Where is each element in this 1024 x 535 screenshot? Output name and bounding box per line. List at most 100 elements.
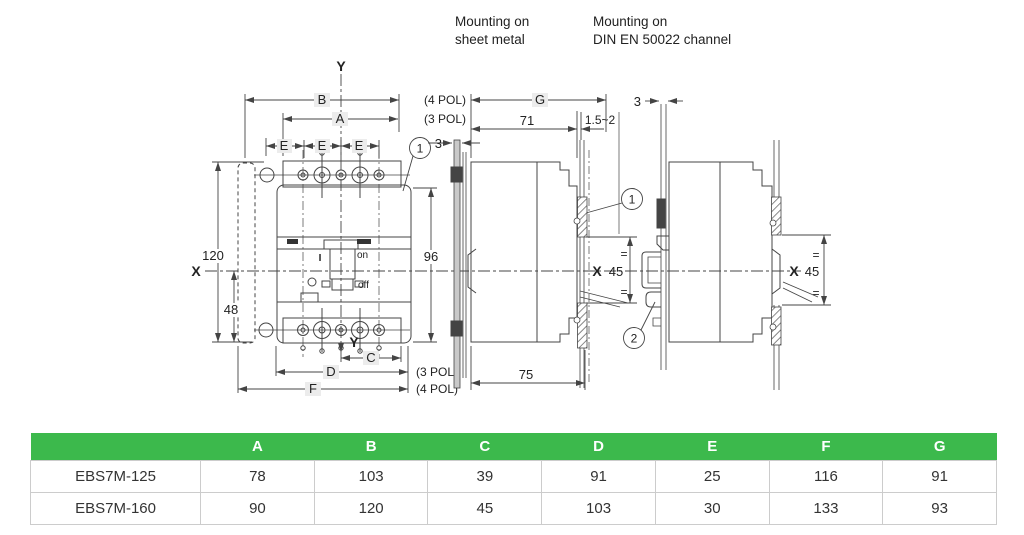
switch-off-label: off	[358, 280, 369, 291]
sheet-metal-wall-lower	[577, 302, 588, 349]
dim-96-label: 96	[424, 249, 438, 264]
dim-e-label-3: E	[355, 138, 364, 153]
value-cell: 91	[882, 460, 997, 493]
axis-y-bottom-label: Y	[349, 334, 359, 350]
pol3-top-label: (3 POL)	[424, 112, 466, 126]
dim-f-label: F	[309, 381, 317, 396]
din-channel-profile	[641, 251, 661, 289]
pol3-bottom-label: (3 POL)	[416, 365, 458, 379]
dim-a-label: A	[336, 111, 345, 126]
caption-din-line2: DIN EN 50022 channel	[593, 32, 731, 47]
table-row-ebs7m-125: EBS7M-125 78 103 39 91 25 116 91	[29, 460, 997, 493]
dim-g-label: G	[535, 92, 545, 107]
bottom-terminal-strip	[282, 317, 402, 344]
table-row-ebs7m-160: EBS7M-160 90 120 45 103 30 133 93	[29, 492, 997, 525]
caption-din-line1: Mounting on	[593, 14, 667, 29]
dim-3-sheet-label: 3	[435, 136, 442, 151]
dimension-table-container: A B C D E F G EBS7M-125 78 103 39 91 25 …	[29, 433, 997, 525]
dim-75-label: 75	[519, 367, 533, 382]
value-cell: 39	[427, 460, 543, 493]
dimension-drawings: Y Y X B A E E E (4 POL) (3 POL) 120 48 9…	[191, 14, 831, 396]
col-header-e: E	[655, 433, 770, 461]
breaker-case	[276, 184, 412, 344]
terminal-screw-top	[450, 166, 463, 183]
front-view-drawing: Y Y X B A E E E (4 POL) (3 POL) 120 48 9…	[191, 58, 466, 396]
model-cell: EBS7M-125	[29, 460, 202, 493]
value-cell: 103	[313, 460, 429, 493]
dim-b-label: B	[318, 92, 327, 107]
terminal-screw-bottom	[450, 320, 463, 337]
value-cell: 78	[200, 460, 315, 493]
front-plate	[453, 139, 461, 389]
front-view-dimension-lines	[212, 74, 437, 393]
table-header: A B C D E F G	[30, 433, 997, 461]
breaker-side-body-din	[641, 104, 782, 390]
value-cell: 91	[541, 460, 656, 493]
fourth-pole-outline	[237, 162, 256, 344]
dim-48-label: 48	[224, 302, 238, 317]
dim-45-sheet-label: 45	[609, 264, 623, 279]
rail-release-clip	[645, 291, 661, 308]
col-header-model	[30, 433, 201, 461]
equal-mark-din-top: =	[812, 248, 819, 262]
dimension-table: A B C D E F G EBS7M-125 78 103 39 91 25 …	[29, 433, 997, 525]
axis-x-din-label: X	[789, 263, 799, 279]
dim-3-din-label: 3	[634, 94, 641, 109]
equal-mark-din-bottom: =	[812, 286, 819, 300]
caption-sheet-line2: sheet metal	[455, 32, 525, 47]
axis-x-sheet-label: X	[592, 263, 602, 279]
col-header-b: B	[314, 433, 428, 461]
handle-side-profile	[467, 248, 477, 294]
front-view-labels: Y Y X B A E E E (4 POL) (3 POL) 120 48 9…	[191, 58, 466, 396]
value-cell: 103	[541, 492, 656, 525]
sheet-metal-wall-upper	[577, 196, 588, 238]
axis-y-top-label: Y	[336, 58, 346, 74]
dim-c-label: C	[366, 350, 375, 365]
dim-71-label: 71	[520, 113, 534, 128]
col-header-g: G	[882, 433, 997, 461]
value-cell: 116	[768, 460, 884, 493]
equal-mark-sheet-bottom: =	[620, 285, 627, 299]
dim-45-din-label: 45	[805, 264, 819, 279]
value-cell: 93	[882, 492, 997, 525]
handle-through-cutout	[771, 248, 781, 295]
callout-1-front: 1	[417, 142, 424, 156]
din-view-dimension-lines	[645, 98, 831, 306]
axis-x-label: X	[191, 263, 201, 279]
dim-e-label-2: E	[318, 138, 327, 153]
mounting-hole-top	[259, 167, 275, 183]
equal-mark-sheet-top: =	[620, 247, 627, 261]
switch-on-label: on	[357, 250, 368, 261]
callout-2-sheet: 2	[631, 332, 638, 346]
caption-sheet-line1: Mounting on	[455, 14, 529, 29]
col-header-c: C	[427, 433, 542, 461]
value-cell: 45	[427, 492, 543, 525]
dim-e-label-1: E	[280, 138, 289, 153]
dim-gap-label: 1.5~2	[585, 113, 616, 127]
callout-1-sheet: 1	[629, 193, 636, 207]
din-view-labels: Mounting on DIN EN 50022 channel 3 X 45 …	[593, 14, 822, 300]
breaker-side-body-sheet	[450, 139, 590, 389]
switch-i-label: I	[319, 253, 322, 264]
value-cell: 30	[654, 492, 770, 525]
breaker-front-body	[237, 150, 412, 354]
value-cell: 133	[768, 492, 884, 525]
nameplate	[300, 292, 319, 303]
sheet-metal-view-drawing: Mounting on sheet metal G 71 1.5~2 3 X 4…	[428, 14, 656, 390]
col-header-a: A	[200, 433, 315, 461]
model-cell: EBS7M-160	[29, 492, 202, 525]
sheet-view-dimension-lines	[428, 94, 656, 390]
value-cell: 90	[200, 492, 315, 525]
trip-button	[307, 277, 317, 287]
value-cell: 120	[313, 492, 429, 525]
top-terminal-strip	[282, 160, 402, 188]
rail-spring-clip	[656, 198, 666, 229]
value-cell: 25	[654, 460, 770, 493]
col-header-d: D	[541, 433, 656, 461]
dim-120-label: 120	[202, 248, 224, 263]
dim-d-label: D	[326, 364, 335, 379]
sheet-view-labels: Mounting on sheet metal G 71 1.5~2 3 X 4…	[435, 14, 638, 382]
col-header-f: F	[769, 433, 883, 461]
pol4-bottom-label: (4 POL)	[416, 382, 458, 396]
